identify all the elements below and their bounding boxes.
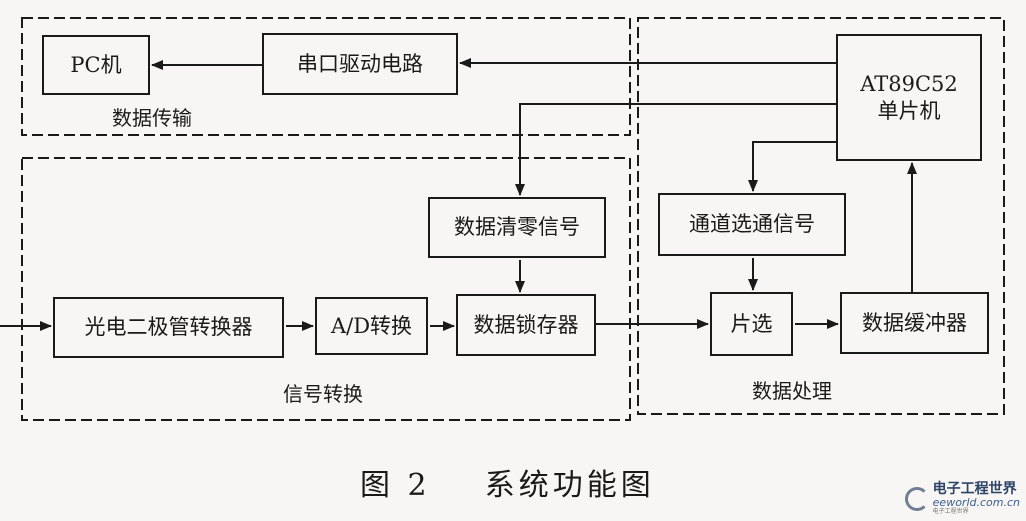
watermark-tagline: 电子工程世界 [932,507,969,515]
region-label-conversion: 信号转换 [283,382,363,406]
clear-signal-label: 数据清零信号 [454,215,580,240]
mcu-block: AT89C52 单片机 [836,34,982,161]
pc-label: PC机 [70,52,122,77]
serial-driver-block: 串口驱动电路 [262,33,458,95]
serial-driver-label: 串口驱动电路 [297,51,423,76]
mcu-label-name: 单片机 [877,98,941,123]
latch-block: 数据锁存器 [456,294,596,356]
channel-select-block: 通道选通信号 [658,193,846,256]
arrow-mcu-to-channel [748,141,836,192]
region-label-transmission: 数据传输 [112,106,192,130]
chip-select-label: 片选 [730,311,773,336]
figure-caption: 图 2 系统功能图 [360,468,655,503]
watermark: 电子工程世界 eeworld.com.cn 电子工程世界 [904,481,1020,515]
photodiode-block: 光电二极管转换器 [53,297,284,358]
mcu-label-model: AT89C52 [860,72,958,97]
adc-block: A/D转换 [315,297,428,355]
latch-label: 数据锁存器 [473,312,579,337]
region-conversion-border [21,157,631,421]
buffer-block: 数据缓冲器 [840,292,989,354]
eeworld-logo-icon [904,486,929,511]
arrow-mcu-to-clear [515,103,836,196]
region-processing-border [637,17,1005,415]
region-label-processing: 数据处理 [752,379,832,403]
watermark-name: 电子工程世界 [932,481,1017,498]
photodiode-label: 光电二极管转换器 [84,315,253,340]
region-transmission-border [21,17,631,136]
chip-select-block: 片选 [710,292,793,356]
buffer-label: 数据缓冲器 [862,310,967,335]
channel-select-label: 通道选通信号 [689,212,815,237]
adc-label: A/D转换 [330,313,413,338]
clear-signal-block: 数据清零信号 [428,197,606,258]
pc-block: PC机 [42,35,150,95]
watermark-url: eeworld.com.cn [932,496,1020,510]
